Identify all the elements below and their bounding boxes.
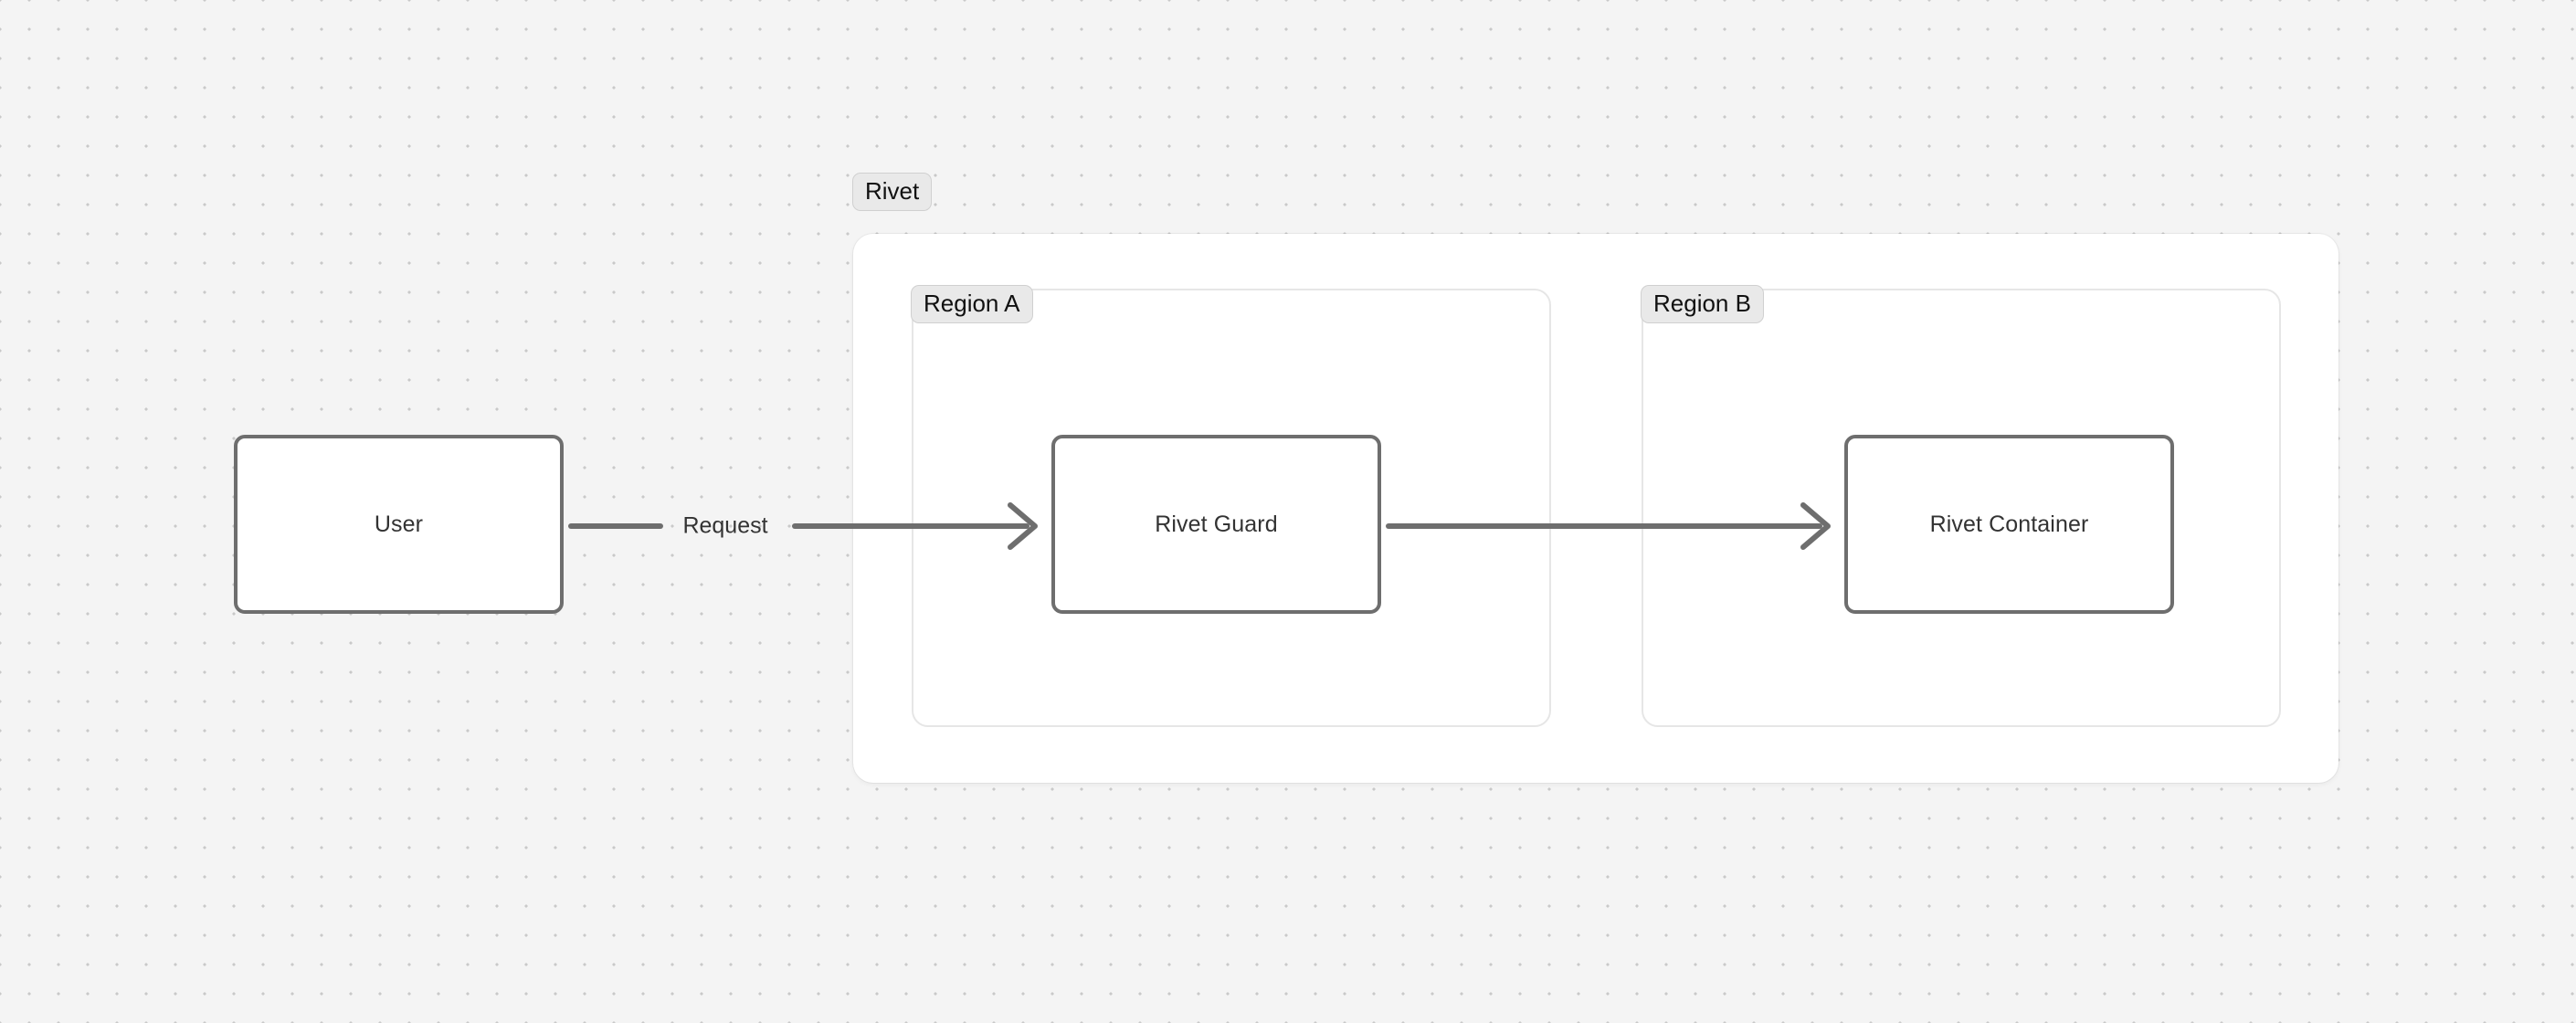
node-rivet-container-label: Rivet Container — [1929, 511, 2089, 537]
region-label-region-a[interactable]: Region A — [911, 285, 1033, 323]
node-user-label: User — [374, 511, 424, 537]
node-user[interactable]: User — [234, 435, 564, 614]
node-rivet-guard[interactable]: Rivet Guard — [1051, 435, 1381, 614]
node-rivet-container[interactable]: Rivet Container — [1844, 435, 2174, 614]
group-label-rivet[interactable]: Rivet — [852, 173, 933, 211]
node-rivet-guard-label: Rivet Guard — [1155, 511, 1278, 537]
edge-label-request[interactable]: Request — [682, 512, 768, 539]
region-label-region-b[interactable]: Region B — [1641, 285, 1764, 323]
